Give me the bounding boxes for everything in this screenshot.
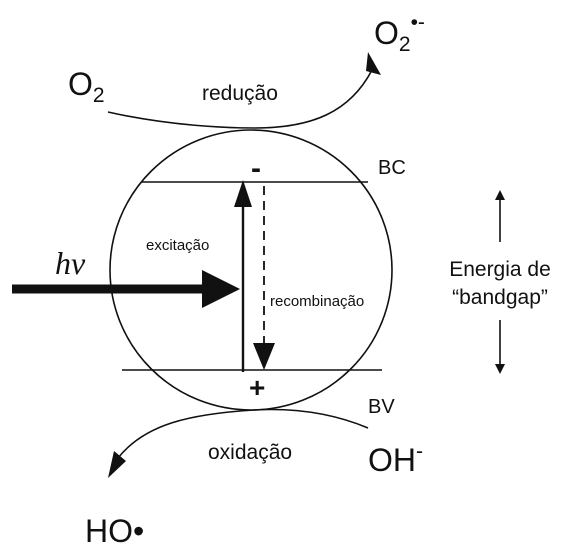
conduction-band-label: BC [378, 157, 406, 179]
valence-band-label: BV [368, 396, 395, 418]
hole-symbol: + [249, 372, 265, 403]
photon-arrowhead [202, 270, 240, 308]
superoxide-label: O2•- [374, 11, 425, 56]
o2-label: O2 [68, 66, 105, 107]
oxidation-arrowhead [108, 451, 126, 478]
electron-symbol: - [251, 152, 261, 185]
reduction-arrowhead [366, 52, 381, 75]
oxidation-curve [117, 408, 369, 459]
hydroxide-label: OH- [368, 440, 423, 478]
reduction-curve [107, 69, 373, 129]
bandgap-label-line2: “bandgap” [452, 286, 548, 309]
excitation-label: excitação [146, 237, 209, 254]
reduction-label: redução [202, 82, 278, 105]
oxidation-label: oxidação [208, 441, 292, 464]
recombination-arrowhead [253, 343, 275, 370]
photon-label: hv [55, 245, 86, 281]
recombination-label: recombinação [270, 293, 364, 310]
excitation-arrowhead [234, 180, 252, 207]
hydroxyl-radical-label: HO• [85, 513, 144, 548]
bandgap-label-line1: Energia de [449, 258, 551, 281]
